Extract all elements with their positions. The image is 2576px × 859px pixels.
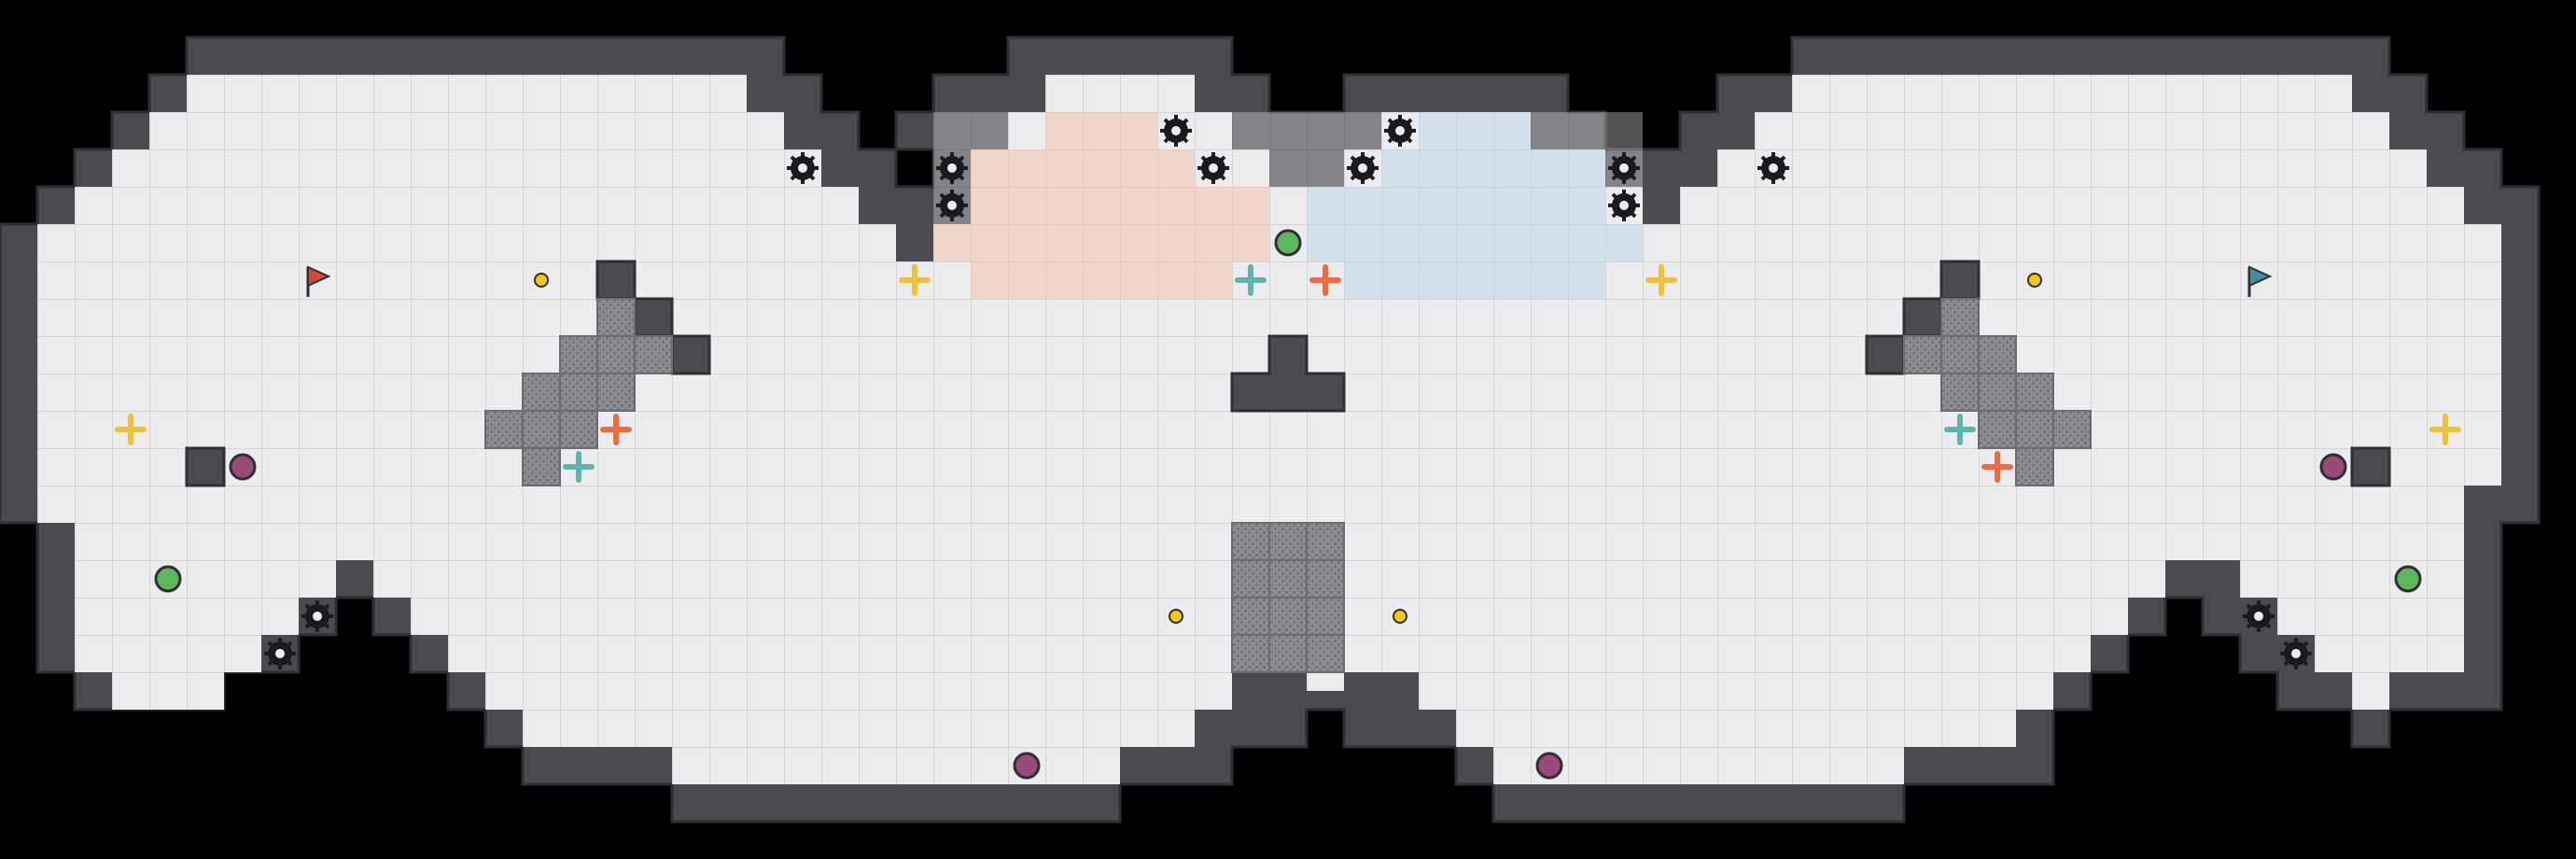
powerups [154, 229, 2422, 593]
pellet-icon [534, 273, 549, 288]
spike-icon [1196, 150, 1231, 186]
spike-icon [1345, 150, 1380, 186]
boost-icon [1645, 264, 1677, 296]
bomb-icon [229, 453, 257, 481]
spike-icon [1158, 113, 1194, 148]
blue-flag-icon [2247, 265, 2273, 297]
pellet-icon [1393, 609, 1407, 624]
spike-icon [300, 598, 335, 634]
bombs [229, 453, 2347, 780]
pellets [534, 273, 2042, 624]
red-flag-icon [306, 265, 331, 297]
powerup-icon [154, 565, 182, 593]
spike-icon [785, 150, 820, 186]
powerup-icon [2394, 565, 2422, 593]
spike-icon [1756, 150, 1791, 186]
boost-icon [1309, 264, 1341, 296]
boost-icon [2429, 414, 2461, 445]
boost-icon [563, 451, 595, 483]
boosts [115, 264, 2461, 483]
boost-icon [1981, 451, 2013, 483]
bomb-icon [1013, 752, 1041, 780]
spike-icon [2241, 598, 2276, 634]
powerup-icon [1274, 229, 1302, 257]
boost-icon [899, 264, 931, 296]
boost-icon [600, 414, 632, 445]
pellet-icon [2027, 273, 2042, 288]
bomb-icon [2319, 453, 2347, 481]
gate-blocks [484, 298, 2092, 673]
bomb-icon [1535, 752, 1563, 780]
floor-layer [37, 75, 2501, 784]
spike-icon [934, 150, 970, 186]
spike-icon [262, 636, 298, 671]
pellet-icon [1169, 609, 1183, 624]
spike-icon [1606, 150, 1642, 186]
spike-icon [934, 188, 970, 223]
spike-icon [1382, 113, 1418, 148]
spike-icon [2278, 636, 2314, 671]
spike-icon [1606, 188, 1642, 223]
boost-icon [1944, 414, 1976, 445]
boost-icon [1235, 264, 1267, 296]
boost-icon [115, 414, 147, 445]
